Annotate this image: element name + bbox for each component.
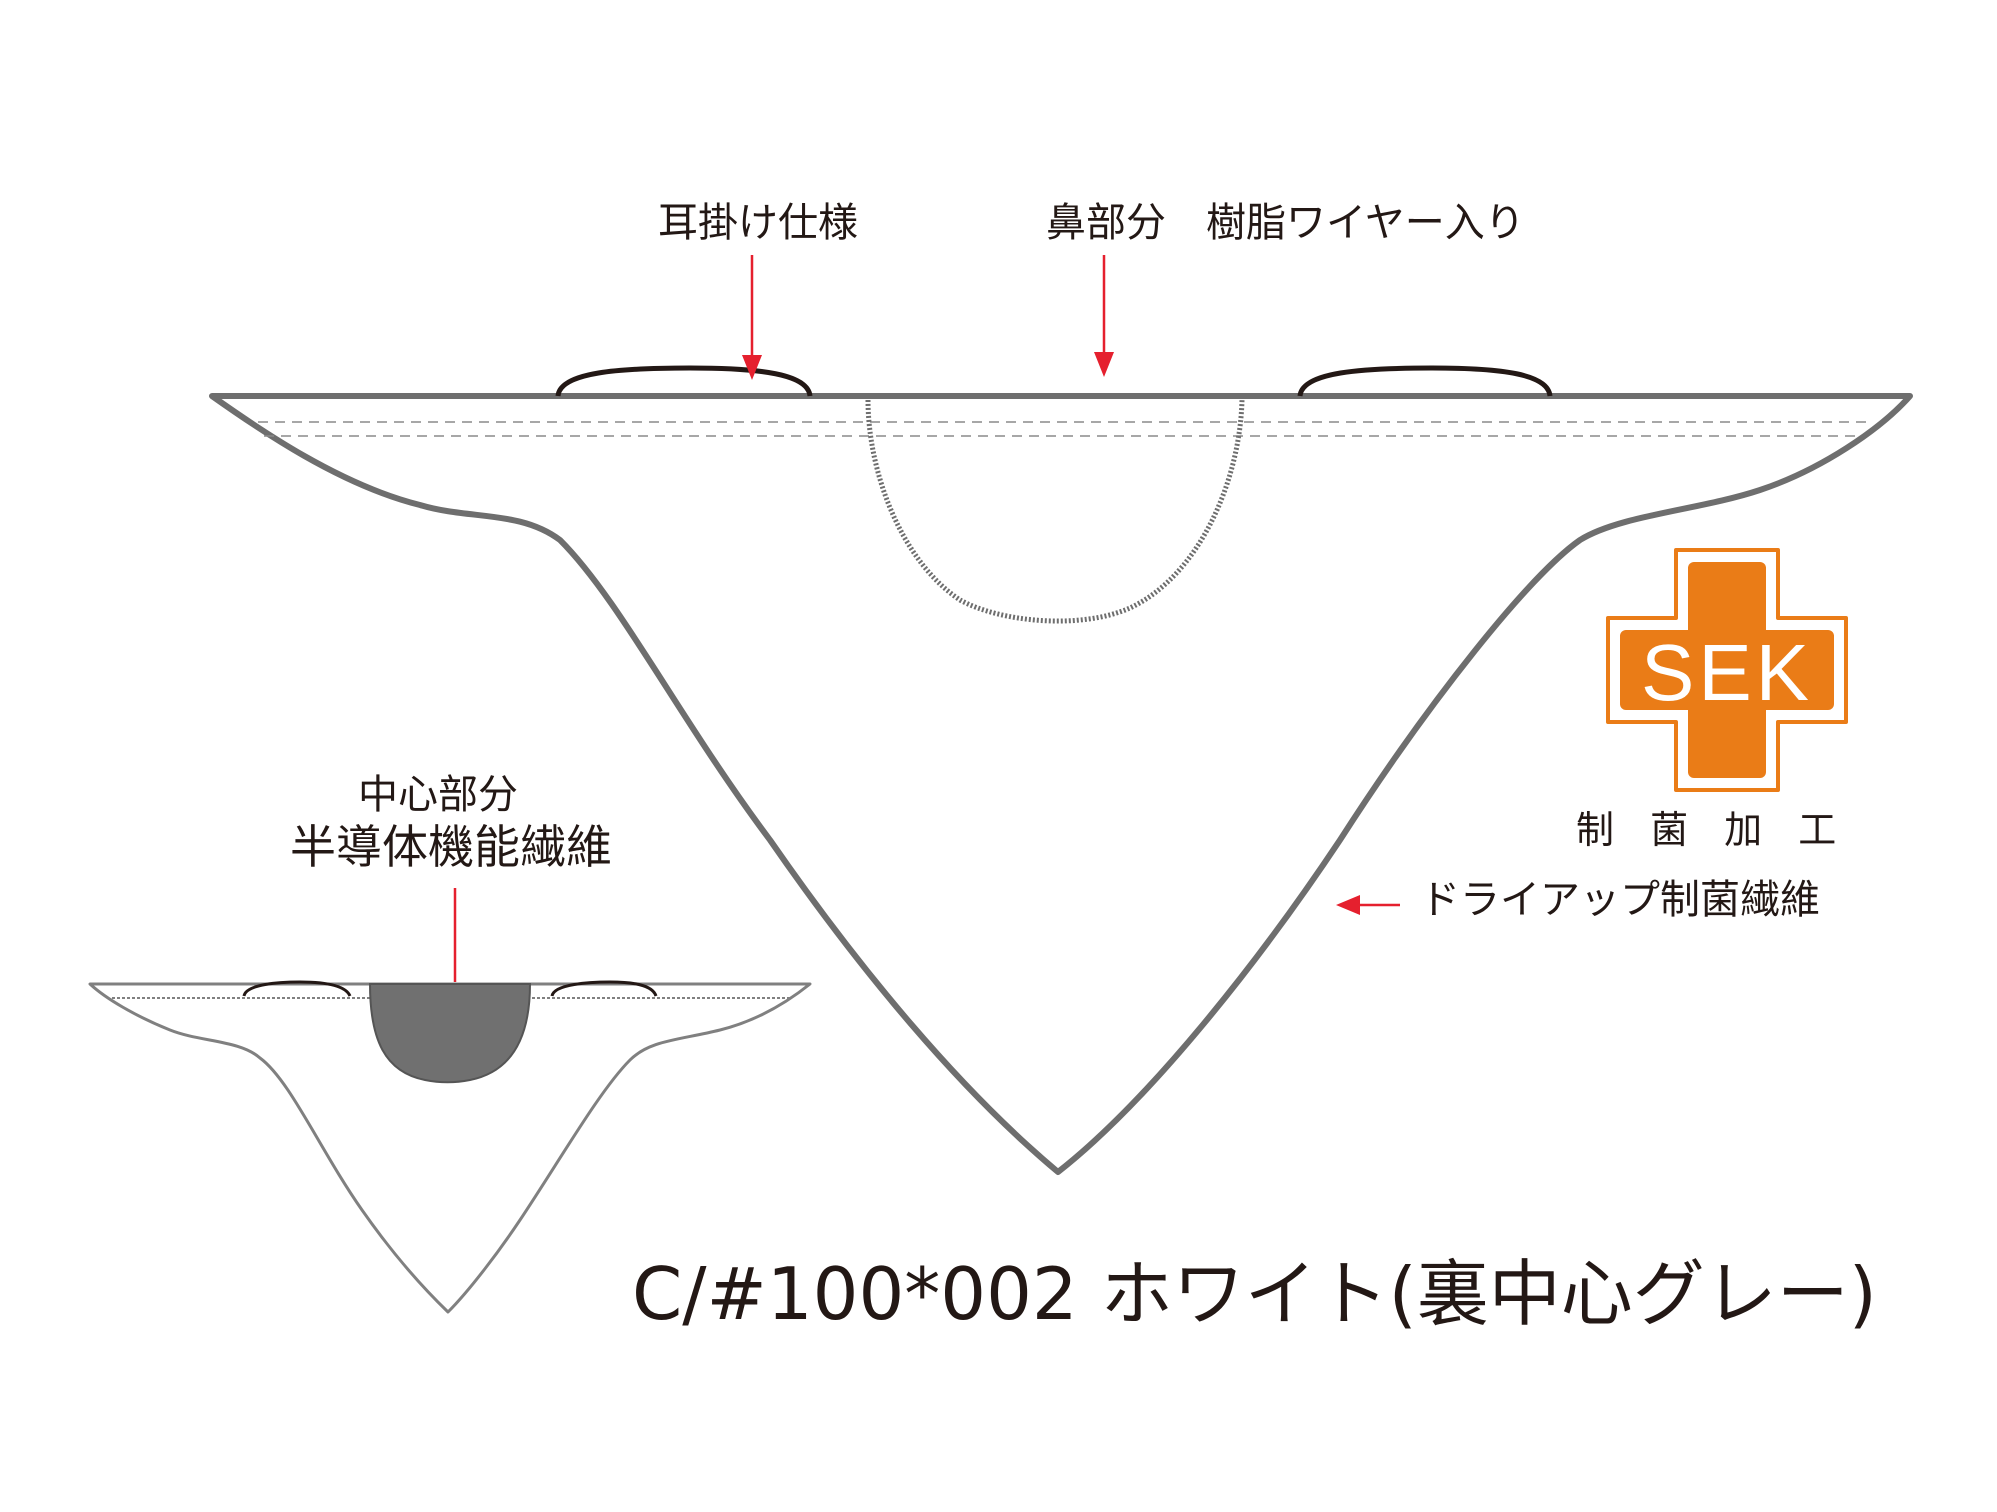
sek-logo-text: SEK [1641,628,1813,717]
product-code-label: C/#100*002 ホワイト(裏中心グレー) [632,1252,1877,1336]
dry-up-fiber-label: ドライアップ制菌繊維 [1420,877,1820,923]
nose-wire-arrow-head [1094,352,1114,377]
back-view-mask [88,980,812,1314]
main-center-seam [865,399,1245,624]
main-ear-loop-right [1297,365,1553,397]
back-ear-loop-left [242,980,352,997]
sek-logo: SEK [1606,548,1848,792]
ear-loop-arrow-head [742,355,762,380]
center-part-label: 中心部分 [358,772,518,818]
center-fiber-label: 半導体機能繊維 [290,820,612,874]
arrows [453,255,1400,982]
main-ear-loop-left [555,365,813,397]
nose-wire-label: 鼻部分 樹脂ワイヤー入り [1046,200,1525,246]
main-mask [209,365,1913,1175]
back-mask-body [88,982,812,1314]
ear-loop-label: 耳掛け仕様 [658,200,858,246]
dry-up-arrow-head [1336,895,1360,915]
main-mask-body [209,393,1913,1175]
sek-caption: 制 菌 加 工 [1576,808,1849,852]
back-center-panel [368,983,532,1084]
sek-text-band [1620,640,1834,702]
back-ear-loop-right [550,980,658,997]
